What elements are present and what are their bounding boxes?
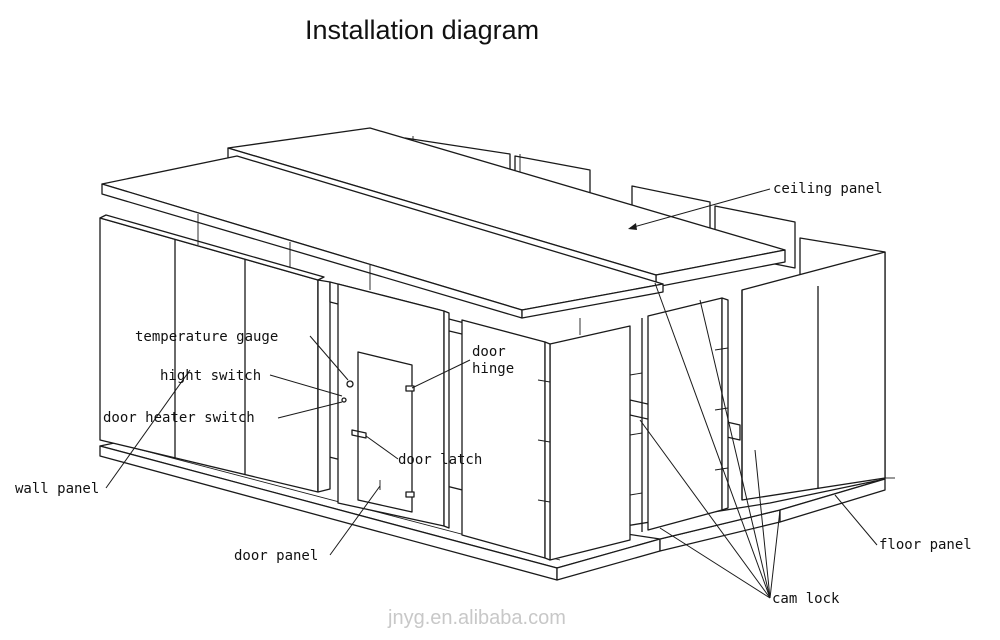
ceiling-panels xyxy=(101,127,786,335)
front-right-panels xyxy=(461,297,729,561)
diagram-title: Installation diagram xyxy=(305,15,539,45)
left-wall-panels xyxy=(99,214,331,493)
label-light-switch: hight switch xyxy=(160,368,261,384)
door-panel-drawing xyxy=(337,283,450,529)
watermark: jnyg.en.alibaba.com xyxy=(387,607,566,629)
leader-lines xyxy=(105,188,878,599)
label-door-hinge-line1: door xyxy=(472,344,506,360)
label-door-hinge-line2: hinge xyxy=(472,361,514,377)
label-floor-panel: floor panel xyxy=(879,537,972,553)
label-door-panel: door panel xyxy=(234,548,318,564)
label-cam-lock: cam lock xyxy=(772,591,840,607)
label-temperature-gauge: temperature gauge xyxy=(135,329,278,345)
label-ceiling-panel: ceiling panel xyxy=(773,181,883,197)
label-wall-panel: wall panel xyxy=(15,481,99,497)
label-door-latch: door latch xyxy=(398,452,482,468)
right-back-wall xyxy=(741,237,895,501)
label-door-heater-switch: door heater switch xyxy=(103,410,255,426)
